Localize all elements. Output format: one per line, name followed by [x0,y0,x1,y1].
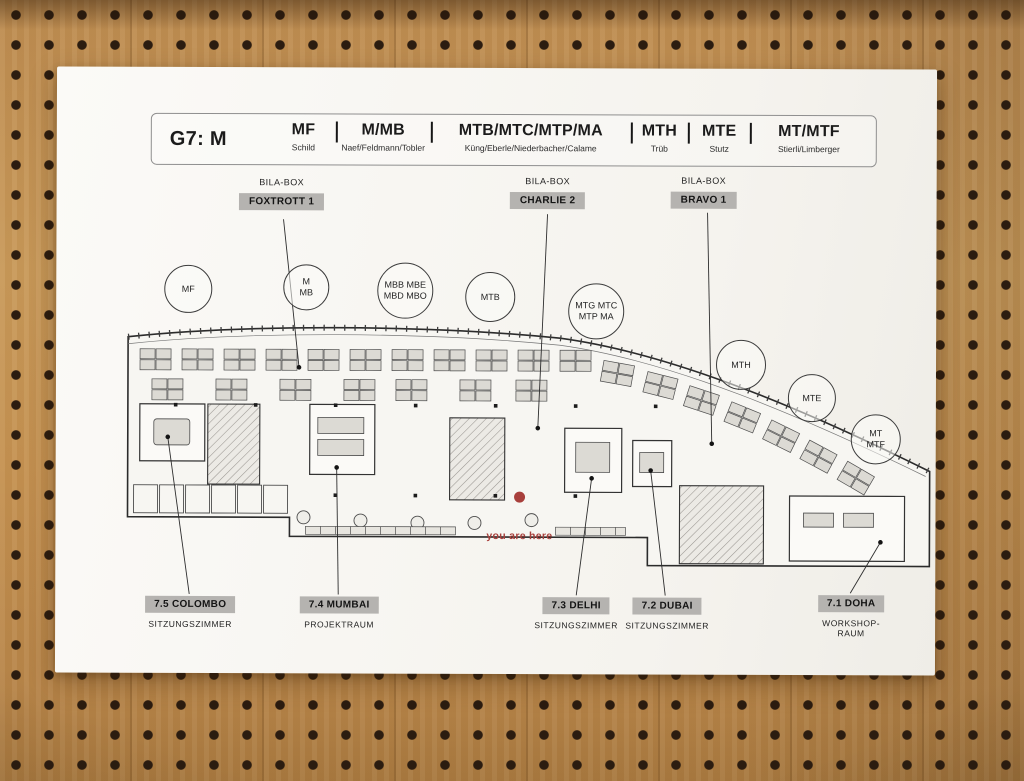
room-name-badge: 7.5 COLOMBO [145,595,236,614]
room-tables [153,416,874,528]
bila-caption: BILA-BOX [681,175,727,186]
team-circle-mt-mtf: MT MTF [850,414,901,465]
zone-label: MTH [641,122,678,140]
you-are-here-dot [514,491,526,503]
plan-title: G7: M [169,127,227,150]
bila-box-charlie: BILA-BOX CHARLIE 2 [509,176,586,210]
floor-plan-drawing [126,212,931,596]
team-circle-label: MTG MTC MTP MA [575,300,618,322]
floor-plan-sheet: G7: M MF Schild M/MB Naef/Feldmann/Toble… [54,66,938,676]
room-type-label: SITZUNGSZIMMER [625,620,709,631]
zone-m-mb: M/MB Naef/Feldmann/Tobler [335,114,431,164]
zone-mt-mtf: MT/MTF Stierli/Limberger [750,116,868,166]
zone-sub: Stutz [709,143,729,154]
leader-lines [167,212,881,596]
you-are-here-label: you are here [486,529,553,543]
zone-sub: Stierli/Limberger [777,143,840,155]
team-circle-label: MTH [731,359,751,370]
team-circle-mte: MTE [787,374,836,423]
team-circle-label: MT MTF [866,428,886,450]
team-circle-label: MF [181,283,195,294]
room-type-label: SITZUNGSZIMMER [148,618,232,630]
bila-box-bravo: BILA-BOX BRAVO 1 [670,175,737,209]
lockers [305,525,626,536]
bila-name-badge: BRAVO 1 [670,191,737,209]
team-circle-label: MTE [802,392,822,403]
zone-sub: Naef/Feldmann/Tobler [341,142,425,153]
room-name-badge: 7.1 DOHA [817,595,885,613]
zone-label: MF [291,121,316,139]
bila-name-badge: CHARLIE 2 [509,192,586,210]
team-circle-mth: MTH [715,339,767,390]
room-label-colombo: 7.5 COLOMBO SITZUNGSZIMMER [145,594,236,630]
team-circle-mbb-mbe-mbd-mbo: MBB MBE MBD MBO [377,262,434,319]
zone-mth: MTH Trüb [630,115,688,165]
room-type-label: WORKSHOP-RAUM [822,618,881,639]
team-circle-mf: MF [164,264,213,314]
bila-box-foxtrott: BILA-BOX FOXTROTT 1 [238,177,325,211]
room-label-mumbai: 7.4 MUMBAI PROJEKTRAUM [299,594,379,630]
room-label-dubai: 7.2 DUBAI SITZUNGSZIMMER [625,595,709,631]
room-name-badge: 7.4 MUMBAI [299,596,379,614]
room-type-label: PROJEKTRAUM [304,619,374,630]
zone-mtb-mtc-mtp-ma: MTB/MTC/MTP/MA Küng/Eberle/Niederbacher/… [431,115,631,166]
team-circle-m-mb: M MB [283,264,330,311]
zone-sub: Trüb [650,143,668,154]
room-label-delhi: 7.3 DELHI SITZUNGSZIMMER [534,595,618,630]
bila-caption: BILA-BOX [259,177,305,188]
zone-label: M/MB [361,121,405,139]
bila-caption: BILA-BOX [525,176,571,187]
zone-sub: Schild [291,142,315,153]
zone-sub: Küng/Eberle/Niederbacher/Calame [464,142,597,154]
team-circle-mtg-mtc-mtp-ma: MTG MTC MTP MA [568,283,625,340]
room-type-label: SITZUNGSZIMMER [534,620,618,631]
legend-header: G7: M MF Schild M/MB Naef/Feldmann/Toble… [150,112,877,168]
zone-label: MTE [702,122,737,140]
team-circle-label: MTB [480,291,500,302]
zone-label: MT/MTF [778,122,840,141]
columns [173,402,658,498]
room-name-badge: 7.2 DUBAI [632,597,702,615]
zone-mte: MTE Stutz [688,116,750,166]
bila-name-badge: FOXTROTT 1 [238,193,325,211]
focus-booths [133,484,289,514]
team-circle-label: M MB [299,276,314,298]
team-circle-label: MBB MBE MBD MBO [383,279,427,301]
round-tables [296,510,539,530]
leader-dots [165,365,883,545]
team-circle-mtb: MTB [465,271,516,323]
zone-mf: MF Schild [271,114,335,164]
stair-cores [207,403,765,565]
room-name-badge: 7.3 DELHI [542,597,610,615]
room-label-doha: 7.1 DOHA WORKSHOP-RAUM [809,593,893,638]
zone-label: MTB/MTC/MTP/MA [458,121,603,140]
